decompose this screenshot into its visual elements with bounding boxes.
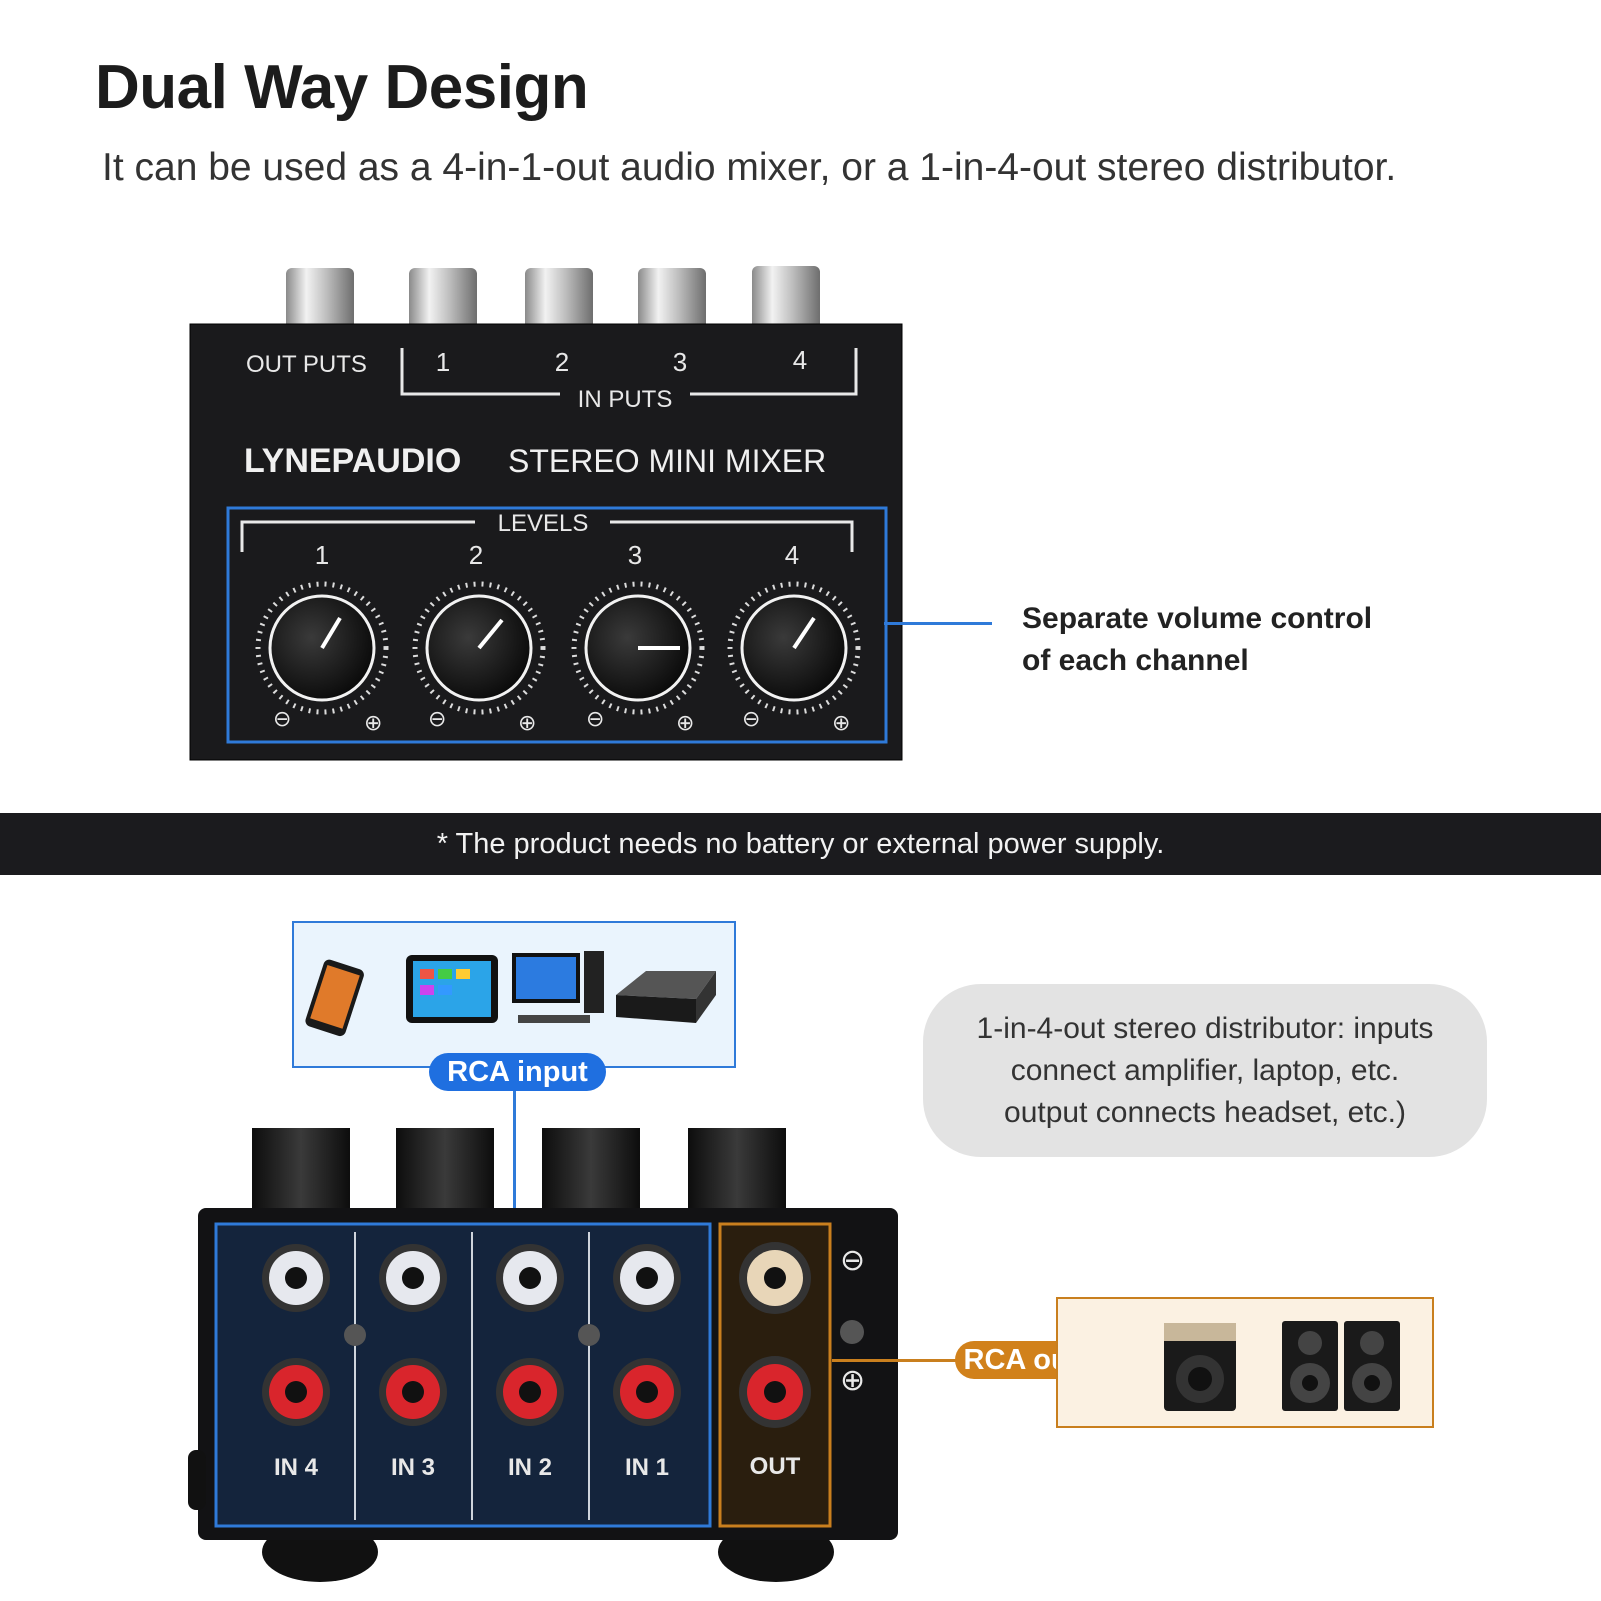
in-4-label: IN 4 — [274, 1454, 319, 1481]
callout-connector — [884, 622, 992, 625]
desktop-computer-icon — [512, 951, 604, 1023]
volume-callout-line1: Separate volume control — [1022, 602, 1373, 635]
minus-icon: ⊖ — [586, 706, 604, 731]
outputs-label: OUT PUTS — [246, 351, 367, 378]
knob-number-2: 2 — [469, 540, 483, 570]
levels-highlight — [226, 506, 888, 744]
minus-icon: ⊖ — [428, 706, 446, 731]
output-device-icons — [1164, 1321, 1400, 1411]
media-box-icon — [616, 971, 716, 1023]
minus-icon: ⊖ — [840, 1244, 865, 1277]
level-knobs: 1 2 3 4 — [255, 540, 861, 715]
out-label: OUT — [750, 1453, 801, 1480]
distributor-description: 1-in-4-out stereo distributor: inputs co… — [923, 984, 1487, 1157]
smartphone-icon — [305, 959, 364, 1037]
inputs-bracket — [400, 348, 858, 396]
brand-logo: LYNEPAUDIO — [244, 442, 461, 480]
rca-output-jacks — [739, 1242, 811, 1428]
stereo-mini-mixer-top-view: OUT PUTS IN PUTS 1 2 3 4 LYNEPAUDIO STER… — [189, 266, 903, 761]
minus-icon: ⊖ — [273, 706, 291, 731]
plus-icon: ⊕ — [518, 710, 536, 735]
knob-number-1: 1 — [315, 540, 329, 570]
volume-callout: Separate volume control of each channel — [1022, 598, 1372, 682]
distributor-line1: 1-in-4-out stereo distributor: inputs — [976, 1011, 1434, 1045]
in-2-label: IN 2 — [508, 1454, 552, 1481]
levels-label: LEVELS — [498, 510, 589, 537]
input-devices-panel — [292, 921, 736, 1068]
rca-output-connector — [832, 1359, 958, 1362]
rca-jacks-top — [286, 266, 820, 330]
stereo-mini-mixer-rear-view: IN 4 IN 3 IN 2 IN 1 OUT ⊖ ⊕ — [188, 1128, 898, 1582]
distributor-line2: connect amplifier, laptop, etc. — [1010, 1053, 1400, 1087]
inputs-label: IN PUTS — [578, 386, 673, 413]
knob-number-4: 4 — [785, 540, 799, 570]
rca-input-jacks — [262, 1244, 681, 1426]
jack-number-4: 4 — [793, 345, 807, 375]
jack-number-2: 2 — [555, 347, 569, 377]
minus-icon: ⊖ — [742, 706, 760, 731]
rca-input-label: RCA input — [429, 1053, 606, 1091]
in-3-label: IN 3 — [391, 1454, 435, 1481]
studio-speakers-icon — [1282, 1321, 1400, 1411]
in-1-label: IN 1 — [625, 1454, 669, 1481]
input-device-icons — [305, 951, 716, 1037]
jack-number-3: 3 — [673, 347, 687, 377]
page-subtitle: It can be used as a 4-in-1-out audio mix… — [102, 146, 1397, 189]
amplifier-icon — [1164, 1323, 1236, 1411]
power-note-banner: * The product needs no battery or extern… — [0, 813, 1601, 875]
rca-input-connector — [513, 1090, 516, 1222]
jack-number-1: 1 — [436, 347, 450, 377]
tablet-icon — [406, 955, 498, 1023]
page-title: Dual Way Design — [95, 53, 589, 122]
plus-icon: ⊕ — [364, 710, 382, 735]
plus-icon: ⊕ — [840, 1364, 865, 1397]
output-devices-panel — [1056, 1297, 1434, 1428]
plus-icon: ⊕ — [832, 710, 850, 735]
distributor-line3: output connects headset, etc.) — [1004, 1095, 1406, 1129]
plus-icon: ⊕ — [676, 710, 694, 735]
knob-number-3: 3 — [628, 540, 642, 570]
volume-callout-line2: of each channel — [1022, 644, 1249, 677]
model-name: STEREO MINI MIXER — [508, 443, 826, 479]
